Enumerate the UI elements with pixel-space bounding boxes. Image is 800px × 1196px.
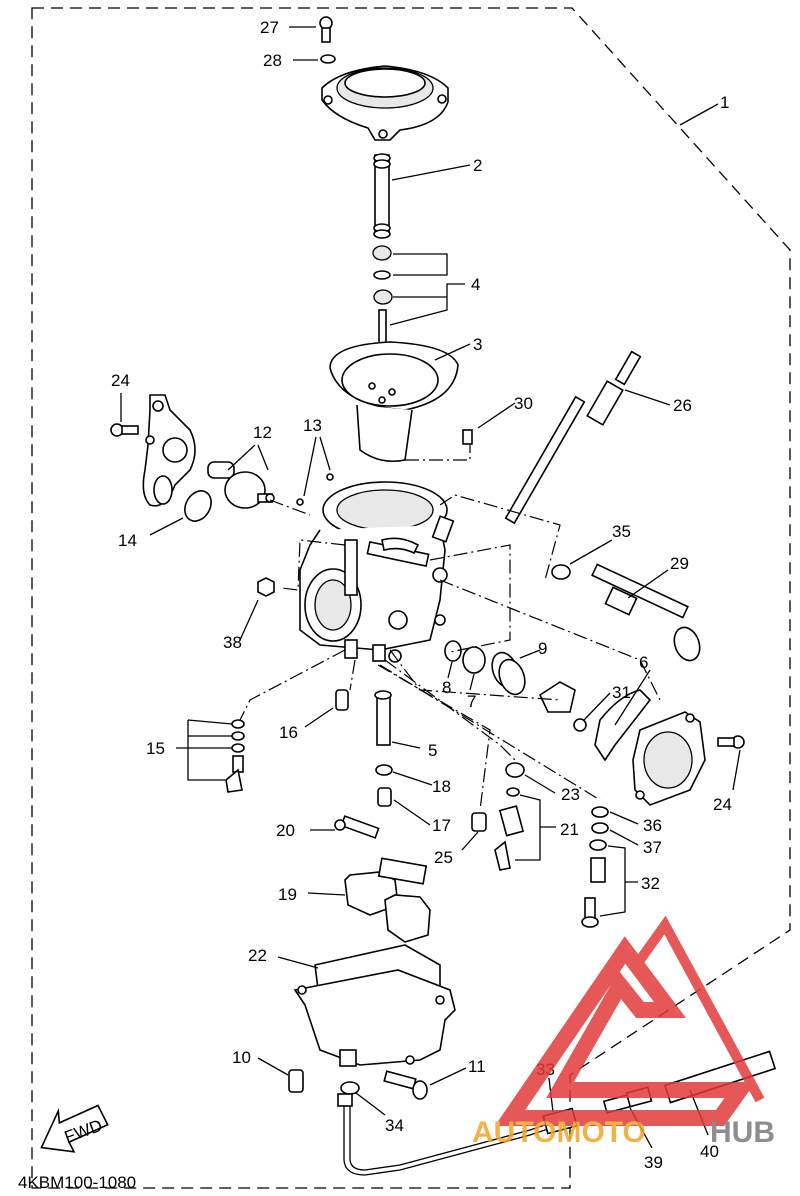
clip-34: [340, 1081, 360, 1095]
drain-hose: [343, 1100, 561, 1176]
callout-2: 2: [473, 156, 482, 175]
screw-27: [319, 16, 333, 43]
screw-10: [288, 1069, 304, 1093]
callout-27: 27: [260, 18, 279, 37]
jet-25: [471, 812, 487, 832]
throttle-stop-screw-29: [591, 563, 701, 662]
callout-22: 22: [248, 946, 267, 965]
callout-34: 34: [385, 1116, 404, 1135]
callout-31: 31: [612, 683, 631, 702]
callout-36: 36: [643, 816, 662, 835]
washer-35: [551, 564, 571, 580]
diaphragm-piston-3: [329, 341, 459, 463]
callout-15: 15: [146, 739, 165, 758]
needle-jet-5: [374, 690, 392, 746]
callout-11: 11: [468, 1057, 486, 1076]
cap-23: [505, 762, 525, 778]
callout-6: 6: [639, 653, 648, 672]
watermark-brand-a: AUTOMOTO: [472, 1116, 646, 1149]
callout-24-left: 24: [111, 371, 130, 390]
spring-9: [491, 651, 526, 696]
callout-13: 13: [303, 416, 322, 435]
assembly-guide-lines: [239, 445, 661, 811]
callout-40: 40: [700, 1142, 719, 1161]
washer-7: [462, 646, 486, 674]
callout-1: 1: [720, 93, 729, 112]
callout-32: 32: [641, 874, 660, 893]
callout-20: 20: [276, 821, 295, 840]
callout-39: 39: [644, 1153, 663, 1172]
jet-16: [335, 689, 349, 711]
carburetor-body: [299, 481, 455, 663]
lever-31: [538, 681, 587, 732]
spring-2: [373, 153, 391, 239]
dowel-13a: [326, 473, 334, 481]
float-chamber-side-cover: [632, 711, 706, 806]
callout-28: 28: [263, 51, 282, 70]
watermark-brand-b: HUB: [710, 1116, 775, 1149]
callout-24-right: 24: [713, 795, 732, 814]
leader-lines: [120, 26, 741, 1149]
callout-25: 25: [434, 848, 453, 867]
dowel-13b: [296, 498, 304, 506]
callout-19: 19: [278, 885, 297, 904]
screw-24-right: [717, 735, 745, 749]
nut-38: [257, 577, 275, 597]
throttle-stop-26: [504, 350, 642, 525]
float-pin-20: [334, 815, 380, 839]
callout-16: 16: [279, 723, 298, 742]
callout-9: 9: [538, 639, 547, 658]
automotohub-watermark: AUTOMOTO HUB: [472, 915, 775, 1149]
callout-23: 23: [561, 785, 580, 804]
callout-30: 30: [514, 394, 533, 413]
callout-17: 17: [432, 816, 451, 835]
callout-labels: 27 28 1 2 4 3 30 26 24 12 13 14 35 29 38…: [111, 18, 732, 1172]
callout-14: 14: [118, 531, 137, 550]
washer-28: [320, 54, 336, 64]
drain-screw-set-32: [581, 839, 607, 928]
callout-8: 8: [442, 678, 451, 697]
gasket-6: [594, 689, 652, 762]
enricher-diaphragm-12: [207, 461, 275, 509]
drain-screw-11: [383, 1070, 428, 1100]
fwd-arrow-icon: FWD: [40, 1104, 109, 1153]
diagram-code: 4KBM100-1080: [18, 1173, 136, 1192]
hose-end: [337, 1093, 353, 1107]
o-ring-36: [591, 806, 609, 818]
o-ring-14: [184, 490, 212, 522]
callout-26: 26: [673, 396, 692, 415]
carburetor-top-cover: [321, 65, 449, 141]
screw-24-left: [110, 423, 139, 437]
callout-21: 21: [560, 820, 579, 839]
callout-7: 7: [467, 692, 476, 711]
pilot-screw-30: [462, 429, 473, 445]
callout-29: 29: [670, 554, 689, 573]
callout-35: 35: [612, 522, 631, 541]
callout-38: 38: [223, 633, 242, 652]
callout-37: 37: [643, 838, 662, 857]
main-jet-17: [377, 787, 392, 807]
callout-18: 18: [432, 777, 451, 796]
callout-4: 4: [471, 275, 480, 294]
assembly-boundary: [31, 7, 791, 1189]
coasting-enricher-cover: [142, 394, 196, 507]
needle-valve-21: [494, 787, 525, 871]
float-bowl: [293, 969, 456, 1067]
callout-5: 5: [428, 741, 437, 760]
callout-10: 10: [232, 1048, 251, 1067]
washer-37: [591, 822, 609, 834]
float-19: [344, 857, 431, 943]
pilot-screw-set-15: [225, 719, 245, 793]
watermark-triangle: [494, 936, 756, 1126]
callout-3: 3: [473, 335, 482, 354]
o-ring-18: [375, 764, 393, 776]
callout-12: 12: [253, 423, 272, 442]
